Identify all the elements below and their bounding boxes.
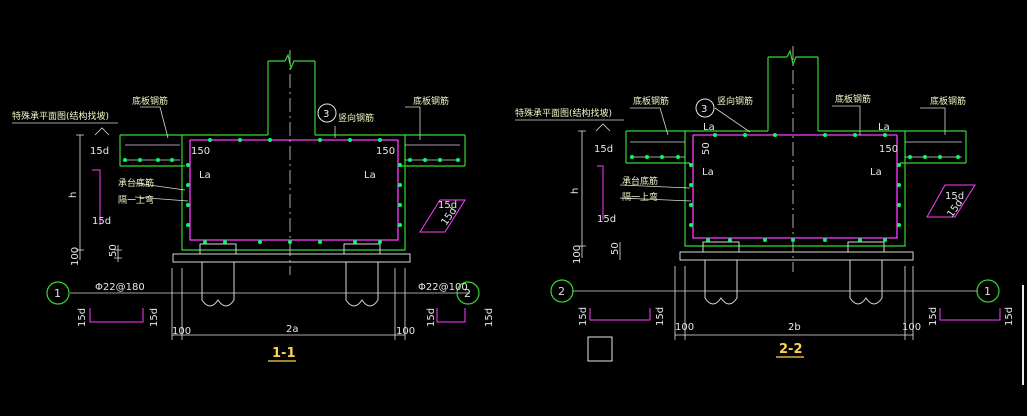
rebar-dots [123, 138, 460, 244]
dim-100: 100 [70, 247, 81, 266]
section-title-1-1: 1-1 [272, 346, 296, 361]
axis-label-right: 1 [984, 285, 991, 298]
cushion-layer [172, 253, 411, 263]
dim-la: La [878, 122, 890, 133]
axis-label-left: 1 [54, 287, 61, 300]
dim-la: La [199, 170, 211, 181]
label-cap-bottom-1: 承台底筋 [622, 175, 658, 187]
axis-label-right: 2 [464, 287, 471, 300]
slab-outline [119, 134, 466, 167]
dim-2a: 2a [286, 324, 299, 335]
dim-50: 50 [108, 244, 119, 257]
dim-15d: 15d [426, 308, 437, 327]
hook-15d: 15d [945, 191, 964, 202]
dim-h: h [570, 188, 581, 194]
viewport-marker [587, 336, 613, 362]
axis-bubble-1 [46, 281, 70, 305]
dim-15d: 15d [92, 216, 111, 227]
hook-15d: 15d [438, 200, 457, 211]
dim-la: La [364, 170, 376, 181]
section-2-2 [515, 46, 1024, 385]
axis-label-left: 2 [558, 285, 565, 298]
dim-la: La [870, 167, 882, 178]
pile-right [345, 262, 379, 307]
dim-100: 100 [572, 245, 583, 264]
dim-15d: 15d [484, 308, 495, 327]
dim-100: 100 [902, 322, 921, 333]
dim-15d: 15d [597, 214, 616, 225]
label-vertical-rebar: 竖向钢筋 [338, 112, 374, 124]
pile-left [201, 262, 235, 307]
dim-15d: 15d [149, 308, 160, 327]
label-bottom-rebar-right: 底板钢筋 [413, 95, 449, 107]
dim-100: 100 [675, 322, 694, 333]
dim-15d: 15d [578, 307, 589, 326]
label-cap-bottom-2: 隔一上弯 [118, 194, 154, 206]
dim-2b: 2b [788, 322, 801, 333]
dim-15d: 15d [1004, 307, 1015, 326]
section-title-2-2: 2-2 [779, 342, 803, 357]
column-outline [267, 53, 316, 135]
pile-cap-outline [181, 135, 406, 251]
label-bottom-rebar-left: 底板钢筋 [132, 95, 168, 107]
rebar-cage [189, 139, 399, 241]
label-cap-bottom-1: 承台底筋 [118, 177, 154, 189]
dim-15d: 15d [77, 308, 88, 327]
dim-50: 50 [701, 142, 712, 155]
label-platform: 特殊承平面图(结构找坡) [515, 107, 612, 119]
section-1-1-text: 特殊承平面图(结构找坡) 底板钢筋 底板钢筋 竖向钢筋 承台底筋 隔一上弯 3 … [12, 95, 495, 361]
rebar-spec-right: Φ22@100 [418, 282, 468, 293]
dim-la: La [702, 167, 714, 178]
dim-15d: 15d [90, 146, 109, 157]
callout-number: 3 [323, 109, 329, 120]
section-1-1 [12, 50, 480, 362]
label-bottom-rebar-mid: 底板钢筋 [835, 93, 871, 105]
dim-15d: 15d [928, 307, 939, 326]
section-2-2-text: 特殊承平面图(结构找坡) 底板钢筋 底板钢筋 底板钢筋 竖向钢筋 承台底筋 隔一… [515, 93, 1015, 357]
axis-bubble-2 [456, 281, 480, 305]
dim-150: 150 [879, 144, 898, 155]
dim-la: La [703, 122, 715, 133]
dim-h: h [68, 192, 79, 198]
dim-15d: 15d [594, 144, 613, 155]
dim-15d: 15d [655, 307, 666, 326]
label-bottom-rebar-left: 底板钢筋 [633, 95, 669, 107]
dim-100: 100 [172, 326, 191, 337]
callout-circle [317, 103, 337, 123]
dim-150: 150 [191, 146, 210, 157]
label-vertical-rebar: 竖向钢筋 [717, 95, 753, 107]
label-bottom-rebar-right: 底板钢筋 [930, 95, 966, 107]
callout-number: 3 [701, 104, 707, 115]
label-cap-bottom-2: 隔一上弯 [622, 191, 658, 203]
rebar-spec-left: Φ22@180 [95, 282, 145, 293]
dim-50: 50 [610, 242, 621, 255]
dim-150: 150 [376, 146, 395, 157]
dim-100: 100 [396, 326, 415, 337]
label-platform: 特殊承平面图(结构找坡) [12, 110, 109, 122]
